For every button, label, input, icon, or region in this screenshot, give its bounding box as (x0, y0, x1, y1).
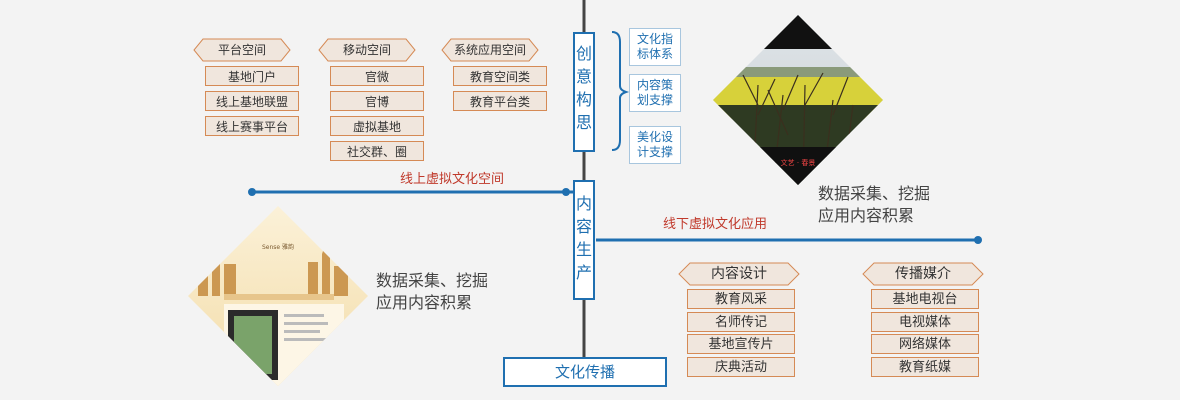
support-box: 美化设计支撑 (629, 126, 681, 164)
caption-left-line1: 数据采集、挖掘 (376, 271, 489, 290)
group-item: 教育风采 (687, 289, 795, 309)
group-header-media: 传播媒介 (862, 262, 984, 286)
group-item: 网络媒体 (871, 334, 979, 354)
caption-right-line1: 数据采集、挖掘 (818, 184, 931, 203)
group-item: 官博 (330, 91, 424, 111)
group-item: 名师传记 (687, 312, 795, 332)
group-header-system: 系统应用空间 (441, 38, 539, 62)
group-item: 庆典活动 (687, 357, 795, 377)
webpage-photo: Sense 雅韵 (188, 206, 368, 386)
group-item: 基地宣传片 (687, 334, 795, 354)
group-item: 教育纸媒 (871, 357, 979, 377)
group-header-mobile: 移动空间 (318, 38, 416, 62)
photo-stamp: 文艺 · 春景 (780, 159, 816, 167)
group-item: 基地门户 (205, 66, 299, 86)
group-item: 线上赛事平台 (205, 116, 299, 136)
group-header-content-design: 内容设计 (678, 262, 800, 286)
offline-application-label: 线下虚拟文化应用 (663, 217, 768, 232)
group-item: 教育平台类 (453, 91, 547, 111)
group-item: 线上基地联盟 (205, 91, 299, 111)
landscape-photo-icon (713, 15, 883, 185)
group-item: 基地电视台 (871, 289, 979, 309)
creative-box: 创意构思 (573, 32, 595, 152)
webpage-screenshot-icon (188, 206, 368, 386)
landscape-photo: 文艺 · 春景 (713, 15, 883, 185)
group-item: 社交群、圈 (330, 141, 424, 161)
group-item: 官微 (330, 66, 424, 86)
spread-box: 文化传播 (503, 357, 667, 387)
online-space-label: 线上虚拟文化空间 (400, 172, 505, 187)
caption-right-line2: 应用内容积累 (818, 206, 915, 225)
group-item: 电视媒体 (871, 312, 979, 332)
support-box: 文化指标体系 (629, 28, 681, 66)
webpage-heading: Sense 雅韵 (261, 244, 295, 251)
support-box: 内容策划支撑 (629, 74, 681, 112)
group-header-platform: 平台空间 (193, 38, 291, 62)
group-item: 教育空间类 (453, 66, 547, 86)
content-box: 内容生产 (573, 180, 595, 300)
caption-left-line2: 应用内容积累 (376, 293, 473, 312)
group-item: 虚拟基地 (330, 116, 424, 136)
